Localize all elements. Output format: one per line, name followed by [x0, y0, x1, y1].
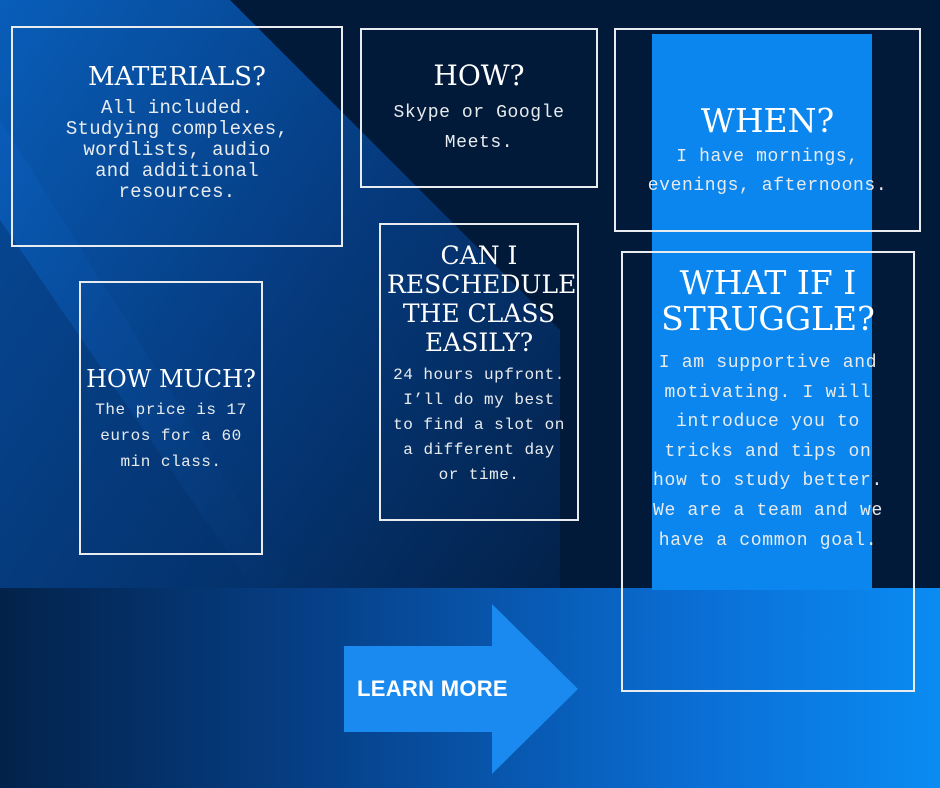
- learn-more-button[interactable]: LEARN MORE: [357, 676, 508, 701]
- card-struggle-title: WHAT IF I STRUGGLE?: [661, 263, 875, 338]
- card-materials: MATERIALS? All included. Studying comple…: [11, 26, 343, 247]
- card-how-much: HOW MUCH? The price is 17 euros for a 60…: [79, 281, 263, 555]
- card-struggle: WHAT IF I STRUGGLE? I am supportive and …: [621, 251, 915, 692]
- card-when-body: I have mornings, evenings, afternoons.: [647, 147, 888, 196]
- card-reschedule-body: 24 hours upfront. I’ll do my best to fin…: [393, 366, 565, 484]
- card-when: WHEN? I have mornings, evenings, afterno…: [614, 28, 921, 232]
- card-materials-title: MATERIALS?: [88, 62, 266, 92]
- card-when-title: WHEN?: [700, 101, 835, 140]
- card-reschedule-title: CAN I RESCHEDULE THE CLASS EASILY?: [387, 241, 577, 357]
- card-how-much-title: HOW MUCH?: [86, 365, 256, 393]
- card-struggle-body: I am supportive and motivating. I will i…: [652, 353, 884, 551]
- card-how-much-body: The price is 17 euros for a 60 min class…: [95, 401, 247, 471]
- card-how-title: HOW?: [433, 59, 525, 92]
- card-how-body: Skype or Google Meets.: [393, 103, 565, 153]
- card-how: HOW? Skype or Google Meets.: [360, 28, 598, 188]
- card-reschedule: CAN I RESCHEDULE THE CLASS EASILY? 24 ho…: [379, 223, 579, 521]
- card-materials-body: All included. Studying complexes, wordli…: [65, 97, 289, 203]
- arrow-shape: [344, 604, 578, 774]
- vertical-blue-strip: [652, 34, 872, 590]
